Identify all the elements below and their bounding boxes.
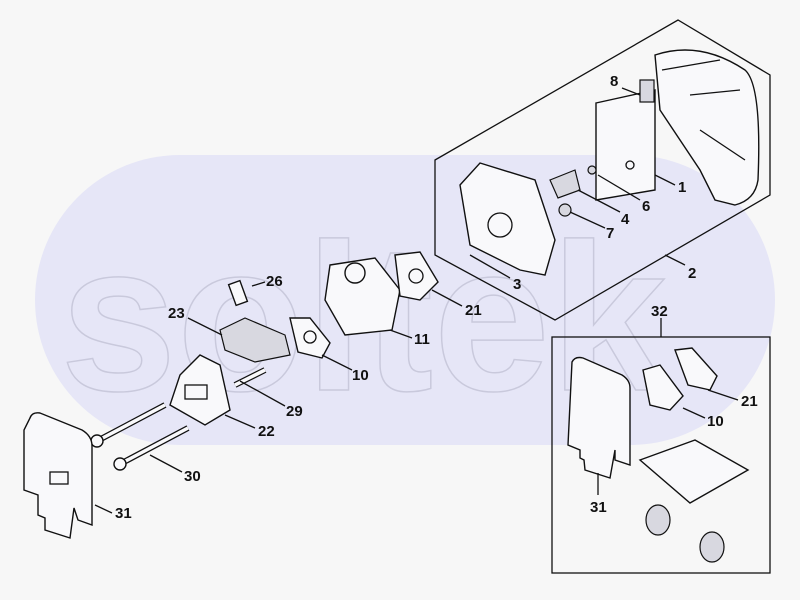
heat-shield-31	[23, 412, 93, 539]
screw-29	[233, 367, 267, 388]
callout-3[interactable]: 3	[513, 276, 521, 293]
air-filter-assembly	[434, 19, 771, 321]
callout-8[interactable]: 8	[610, 73, 618, 90]
callout-1[interactable]: 1	[678, 179, 686, 196]
callout-21[interactable]: 21	[465, 302, 482, 319]
screw-26	[227, 279, 249, 307]
callout-21-kit[interactable]: 21	[741, 393, 758, 410]
carburetor-11	[324, 257, 401, 336]
callout-7[interactable]: 7	[606, 225, 614, 242]
flange-22	[169, 354, 231, 426]
callout-10-kit[interactable]: 10	[707, 413, 724, 430]
callout-30[interactable]: 30	[184, 468, 201, 485]
callout-11[interactable]: 11	[414, 331, 430, 348]
callout-6[interactable]: 6	[642, 198, 650, 215]
callout-labels: 1 2 3 4 6 7 8 10 11 21 22 23 26 29 30 31…	[115, 73, 758, 522]
callout-32[interactable]: 32	[651, 303, 668, 320]
callout-31[interactable]: 31	[115, 505, 132, 522]
callout-22[interactable]: 22	[258, 423, 275, 440]
gasket-21	[394, 251, 439, 301]
callout-4[interactable]: 4	[621, 211, 630, 228]
gasket-kit-32	[551, 318, 771, 574]
callout-23[interactable]: 23	[168, 305, 185, 322]
callout-26[interactable]: 26	[266, 273, 283, 290]
callout-29[interactable]: 29	[286, 403, 303, 420]
gasket-10	[289, 317, 331, 359]
callout-10[interactable]: 10	[352, 367, 369, 384]
callout-2[interactable]: 2	[688, 265, 696, 282]
lever-23	[219, 317, 291, 363]
callout-31-kit[interactable]: 31	[590, 499, 607, 516]
leader-lines	[94, 87, 739, 514]
